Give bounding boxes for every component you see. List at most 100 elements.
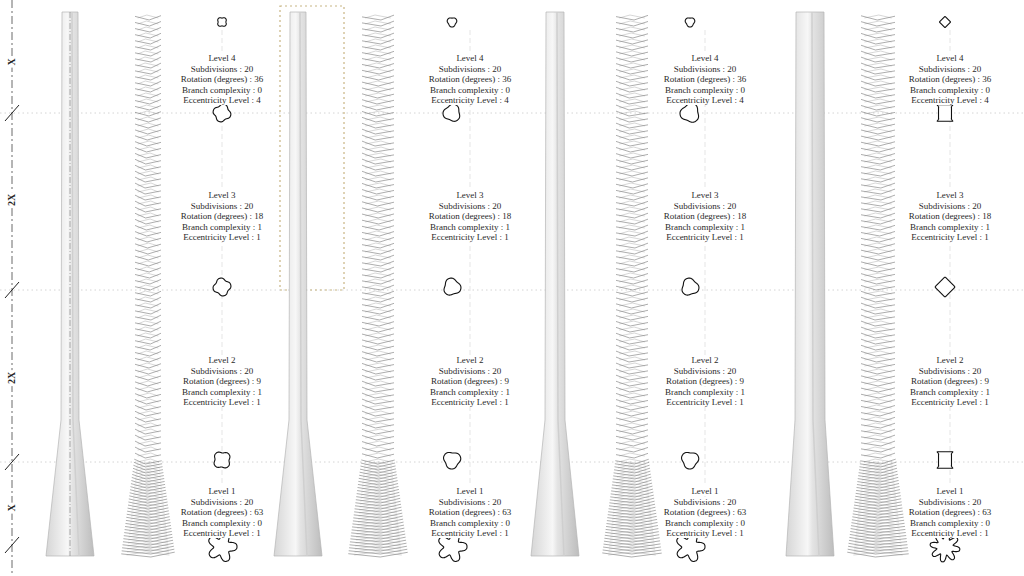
tower-edge [300,12,307,556]
cross-section [213,278,231,296]
level-spec: Level 1 [934,486,965,496]
axis-label: 2X [7,370,17,386]
level-spec: Level 2 [206,355,237,365]
axis-line [12,0,13,576]
level-spec: Subdivisions : 20 [917,64,984,74]
level-spec: Rotation (degrees) : 63 [907,507,994,517]
cross-section [218,18,227,27]
level-spec: Eccentricity Level : 1 [909,528,991,538]
level-spec: Branch complexity : 0 [663,518,747,528]
cross-section [682,452,699,469]
level-spec: Eccentricity Level : 1 [429,232,511,242]
level-spec: Eccentricity Level : 4 [429,95,511,105]
level-spec: Level 3 [206,190,237,200]
level-spec: Level 4 [206,53,237,63]
level-spec: Subdivisions : 20 [672,366,739,376]
level-spec: Rotation (degrees) : 63 [662,507,749,517]
level-spec: Branch complexity : 0 [428,518,512,528]
cross-section [940,17,951,28]
level-spec: Rotation (degrees) : 9 [909,376,991,386]
level-spec: Level 4 [454,53,485,63]
cross-section [685,18,695,27]
level-spec: Rotation (degrees) : 18 [662,211,749,221]
level-spec: Rotation (degrees) : 18 [427,211,514,221]
level-spec: Branch complexity : 1 [180,222,264,232]
level-spec: Subdivisions : 20 [917,366,984,376]
level-spec: Rotation (degrees) : 9 [429,376,511,386]
level-spec: Eccentricity Level : 1 [909,397,991,407]
level-spec: Eccentricity Level : 1 [429,528,511,538]
level-spec: Branch complexity : 0 [428,85,512,95]
level-spec: Level 1 [689,486,720,496]
level-spec: Eccentricity Level : 4 [909,95,991,105]
level-spec: Level 2 [934,355,965,365]
axis-label: X [7,56,17,67]
level-spec: Branch complexity : 1 [428,387,512,397]
tower-render [274,12,322,556]
level-line [0,290,1024,291]
level-spec: Level 2 [454,355,485,365]
level-spec: Level 1 [454,486,485,496]
level-spec: Level 2 [689,355,720,365]
tower-edge [557,12,564,556]
cross-section [682,278,699,295]
level-spec: Eccentricity Level : 1 [664,232,746,242]
cross-section [447,18,457,27]
level-spec: Branch complexity : 0 [180,518,264,528]
level-spec: Subdivisions : 20 [437,201,504,211]
level-spec: Rotation (degrees) : 9 [664,376,746,386]
level-spec: Branch complexity : 1 [180,387,264,397]
level-spec: Level 4 [934,53,965,63]
cross-section [680,103,699,122]
tower-wireframe [121,15,174,557]
level-spec: Level 3 [454,190,485,200]
cross-section [937,105,953,122]
level-spec: Rotation (degrees) : 18 [179,211,266,221]
level-spec: Branch complexity : 1 [428,222,512,232]
level-spec: Rotation (degrees) : 36 [907,74,994,84]
level-spec: Branch complexity : 1 [908,222,992,232]
cross-section [213,104,231,122]
level-spec: Subdivisions : 20 [672,201,739,211]
axis-label: X [7,502,17,513]
tower-render [46,12,94,556]
level-spec: Rotation (degrees) : 9 [181,376,263,386]
guide-line [705,30,706,540]
level-spec: Subdivisions : 20 [672,497,739,507]
level-spec: Subdivisions : 20 [189,64,256,74]
level-spec: Eccentricity Level : 1 [181,397,263,407]
tower-render [786,12,834,556]
tower-wireframe [847,15,908,557]
level-spec: Eccentricity Level : 1 [664,528,746,538]
level-spec: Eccentricity Level : 4 [664,95,746,105]
tower-wireframe [602,15,661,557]
level-spec: Eccentricity Level : 1 [664,397,746,407]
axis-tick [5,454,19,470]
level-spec: Eccentricity Level : 4 [181,95,263,105]
cross-section [937,452,953,469]
level-spec: Subdivisions : 20 [437,366,504,376]
level-spec: Rotation (degrees) : 36 [427,74,514,84]
level-spec: Eccentricity Level : 1 [181,232,263,242]
level-spec: Eccentricity Level : 1 [909,232,991,242]
level-spec: Level 1 [206,486,237,496]
cross-section [444,278,461,295]
level-spec: Level 4 [689,53,720,63]
level-spec: Subdivisions : 20 [189,366,256,376]
cross-section [935,277,954,296]
level-spec: Level 3 [689,190,720,200]
axis-label: 2X [7,192,17,208]
level-spec: Subdivisions : 20 [189,201,256,211]
axis-tick [5,105,19,121]
level-spec: Branch complexity : 0 [908,85,992,95]
tower-wireframe [348,15,407,557]
level-spec: Subdivisions : 20 [917,201,984,211]
level-spec: Rotation (degrees) : 63 [427,507,514,517]
level-spec: Branch complexity : 1 [663,222,747,232]
center-line [70,12,71,556]
cross-section [214,452,230,468]
level-spec: Level 3 [934,190,965,200]
tower-render [531,12,579,556]
tower-edge [72,12,79,556]
